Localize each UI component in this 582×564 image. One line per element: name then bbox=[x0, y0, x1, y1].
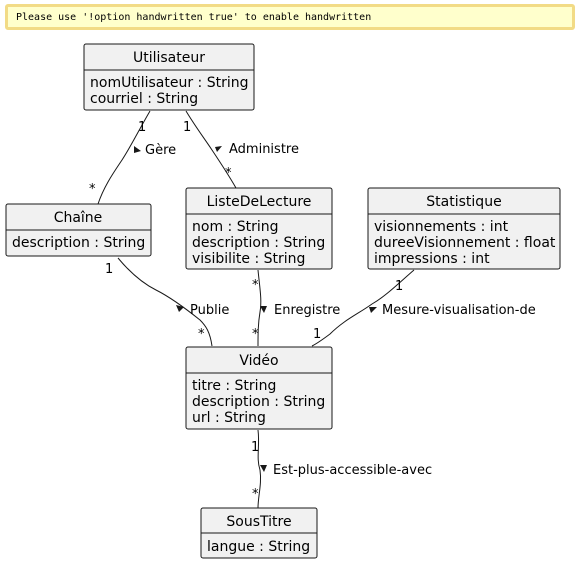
class-statistique[interactable]: Statistique visionnements : int dureeVis… bbox=[367, 187, 561, 270]
mult-administre-to: * bbox=[225, 166, 232, 181]
class-utilisateur-attr: nomUtilisateur : String bbox=[90, 75, 248, 91]
mult-mesure-from: 1 bbox=[395, 279, 403, 294]
warning-banner-text: Please use '!option handwritten true' to… bbox=[16, 12, 372, 23]
class-listedelecture-name: ListeDeLecture bbox=[207, 194, 312, 210]
class-utilisateur-attr: courriel : String bbox=[90, 91, 198, 107]
class-video-attr: description : String bbox=[192, 394, 325, 410]
mult-publie-to: * bbox=[198, 327, 205, 342]
class-video-attr: url : String bbox=[192, 410, 266, 426]
class-video-name: Vidéo bbox=[239, 353, 278, 369]
mult-mesure-to: 1 bbox=[313, 327, 321, 342]
relation-line-mesure bbox=[311, 269, 415, 347]
arrow-mesure bbox=[369, 307, 377, 313]
relation-label-gere: Gère bbox=[145, 143, 176, 158]
class-chaine-attr: description : String bbox=[12, 235, 145, 251]
class-statistique-attr: impressions : int bbox=[374, 251, 490, 267]
relation-line-administre bbox=[185, 110, 237, 189]
relation-label-administre: Administre bbox=[229, 142, 299, 157]
relation-line-enregistre bbox=[257, 269, 262, 347]
class-statistique-attr: dureeVisionnement : float bbox=[374, 235, 556, 251]
mult-publie-from: 1 bbox=[105, 262, 113, 277]
class-chaine[interactable]: Chaîne description : String bbox=[5, 203, 152, 257]
warning-banner: Please use '!option handwritten true' to… bbox=[5, 4, 575, 30]
class-listedelecture-attr: nom : String bbox=[192, 219, 278, 235]
class-chaine-name: Chaîne bbox=[54, 210, 103, 226]
relation-label-publie: Publie bbox=[190, 303, 229, 318]
relation-line-accessible bbox=[257, 429, 262, 509]
class-utilisateur-name: Utilisateur bbox=[133, 50, 205, 66]
arrow-publie bbox=[176, 305, 184, 312]
class-listedelecture-attr: visibilite : String bbox=[192, 251, 305, 267]
class-soustitre-name: SousTitre bbox=[226, 514, 291, 530]
class-utilisateur[interactable]: Utilisateur nomUtilisateur : String cour… bbox=[83, 43, 255, 111]
arrow-administre bbox=[215, 146, 222, 152]
relation-line-gere bbox=[97, 110, 151, 205]
arrow-gere bbox=[134, 146, 141, 153]
relation-label-enregistre: Enregistre bbox=[274, 303, 340, 318]
relation-label-accessible: Est-plus-accessible-avec bbox=[273, 463, 432, 478]
class-video-attr: titre : String bbox=[192, 378, 276, 394]
arrow-accessible bbox=[260, 465, 267, 472]
mult-gere-from: 1 bbox=[138, 120, 146, 135]
class-listedelecture[interactable]: ListeDeLecture nom : String description … bbox=[185, 187, 333, 270]
mult-enregistre-to: * bbox=[252, 327, 259, 342]
mult-accessible-from: 1 bbox=[251, 440, 259, 455]
arrow-enregistre bbox=[260, 306, 267, 313]
mult-enregistre-from: * bbox=[252, 278, 259, 293]
mult-accessible-to: * bbox=[252, 487, 259, 502]
relation-line-publie bbox=[117, 257, 213, 347]
class-soustitre-attr: langue : String bbox=[207, 539, 310, 555]
mult-gere-to: * bbox=[89, 182, 96, 197]
class-statistique-name: Statistique bbox=[426, 194, 501, 210]
class-statistique-attr: visionnements : int bbox=[374, 219, 509, 235]
class-video[interactable]: Vidéo titre : String description : Strin… bbox=[185, 346, 333, 430]
mult-administre-from: 1 bbox=[183, 120, 191, 135]
relation-label-mesure: Mesure-visualisation-de bbox=[382, 303, 536, 318]
class-soustitre[interactable]: SousTitre langue : String bbox=[200, 507, 318, 559]
class-listedelecture-attr: description : String bbox=[192, 235, 325, 251]
